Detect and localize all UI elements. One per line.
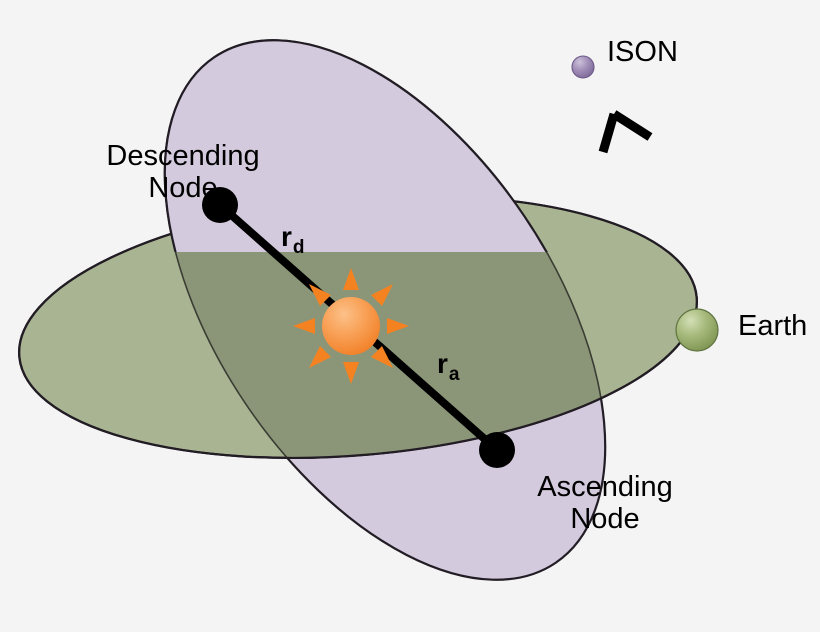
ascending-radius-symbol: r <box>437 348 448 379</box>
comet-orbit-plane-front-lobe <box>163 39 607 252</box>
ison-label: ISON <box>607 36 678 68</box>
ascending-radius-label: ra <box>437 348 459 385</box>
earth-label: Earth <box>738 310 808 342</box>
descending-radius-label: rd <box>281 221 305 258</box>
sun-glyph <box>293 268 409 384</box>
ascending-node-marker[interactable] <box>479 432 515 468</box>
descending-node-label-line2: Node <box>148 172 218 205</box>
ascending-node-label-line1: Ascending <box>537 471 673 503</box>
descending-node-label-line1: Descending <box>106 140 260 172</box>
descending-node-label: Descending Node <box>68 140 298 205</box>
ascending-node-label: Ascending Node <box>490 471 720 536</box>
sun-core <box>322 297 380 355</box>
ison-comet-sphere[interactable] <box>571 55 595 79</box>
earth-sphere[interactable] <box>675 308 719 352</box>
descending-radius-symbol: r <box>281 221 292 252</box>
descending-radius-subscript: d <box>292 237 305 258</box>
orbit-direction-arrow-icon <box>598 110 653 154</box>
ascending-radius-subscript: a <box>448 364 460 385</box>
sun-rays <box>293 268 409 384</box>
descending-node-marker[interactable] <box>202 187 238 223</box>
ascending-node-label-line2: Node <box>570 503 640 536</box>
